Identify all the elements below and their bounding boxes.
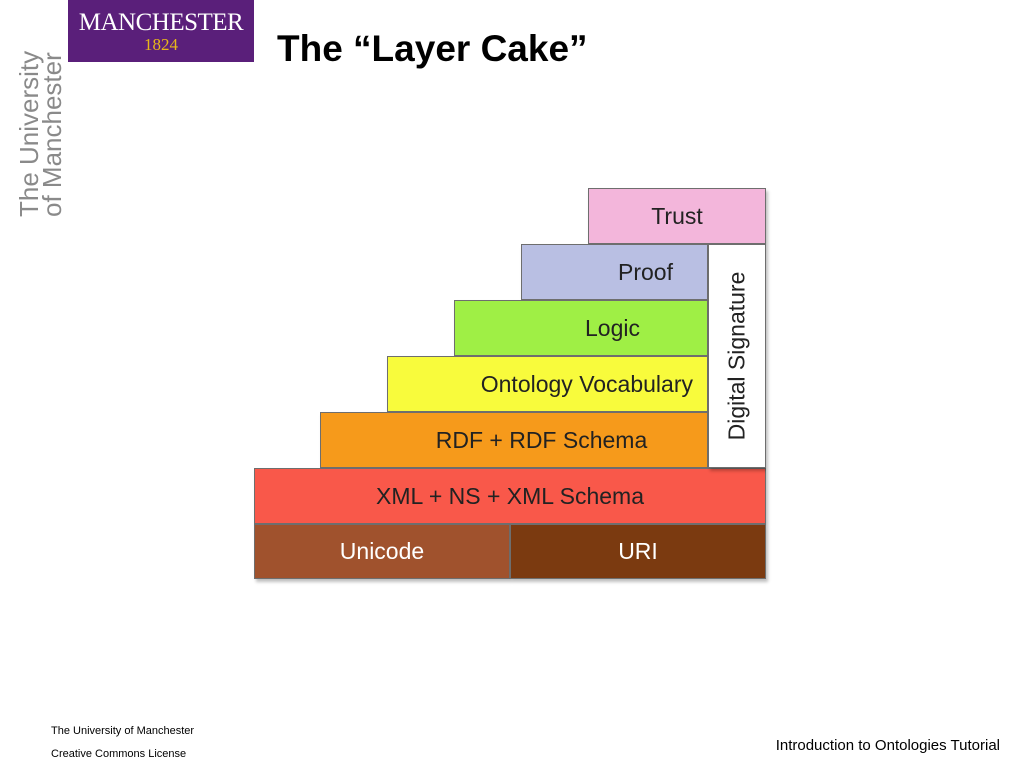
layer-rdf: RDF + RDF Schema: [320, 412, 708, 468]
side-wordmark: The University of Manchester: [14, 51, 67, 217]
university-logo: MANCHESTER 1824: [68, 0, 254, 62]
logo-year: 1824: [144, 35, 178, 54]
layer-proof-label: Proof: [618, 258, 673, 285]
digital-signature-label: Digital Signature: [723, 271, 750, 441]
footer-tutorial-title: Introduction to Ontologies Tutorial: [775, 737, 1000, 754]
layer-xml: XML + NS + XML Schema: [254, 468, 766, 524]
layer-trust-label: Trust: [651, 202, 703, 229]
digital-signature-layer: Digital Signature: [708, 244, 766, 468]
side-wordmark-line2: of Manchester: [37, 52, 67, 217]
layer-trust: Trust: [588, 188, 766, 244]
layer-proof: Proof: [521, 244, 708, 300]
layer-uri-label: URI: [618, 538, 658, 564]
footer-license: Creative Commons License: [51, 748, 187, 760]
layer-unicode: Unicode: [254, 524, 510, 579]
layer-ontology-vocabulary-label: Ontology Vocabulary: [480, 370, 693, 397]
footer-university: The University of Manchester: [51, 725, 195, 737]
layer-xml-label: XML + NS + XML Schema: [375, 482, 644, 509]
logo-wordmark: MANCHESTER: [78, 9, 244, 36]
layer-logic: Logic: [454, 300, 708, 356]
layer-uri: URI: [510, 524, 766, 579]
layer-unicode-label: Unicode: [339, 538, 425, 564]
layer-ontology-vocabulary: Ontology Vocabulary: [387, 356, 708, 412]
layer-logic-label: Logic: [585, 314, 640, 341]
slide-title: The “Layer Cake”: [277, 28, 588, 69]
layer-rdf-label: RDF + RDF Schema: [435, 426, 648, 453]
